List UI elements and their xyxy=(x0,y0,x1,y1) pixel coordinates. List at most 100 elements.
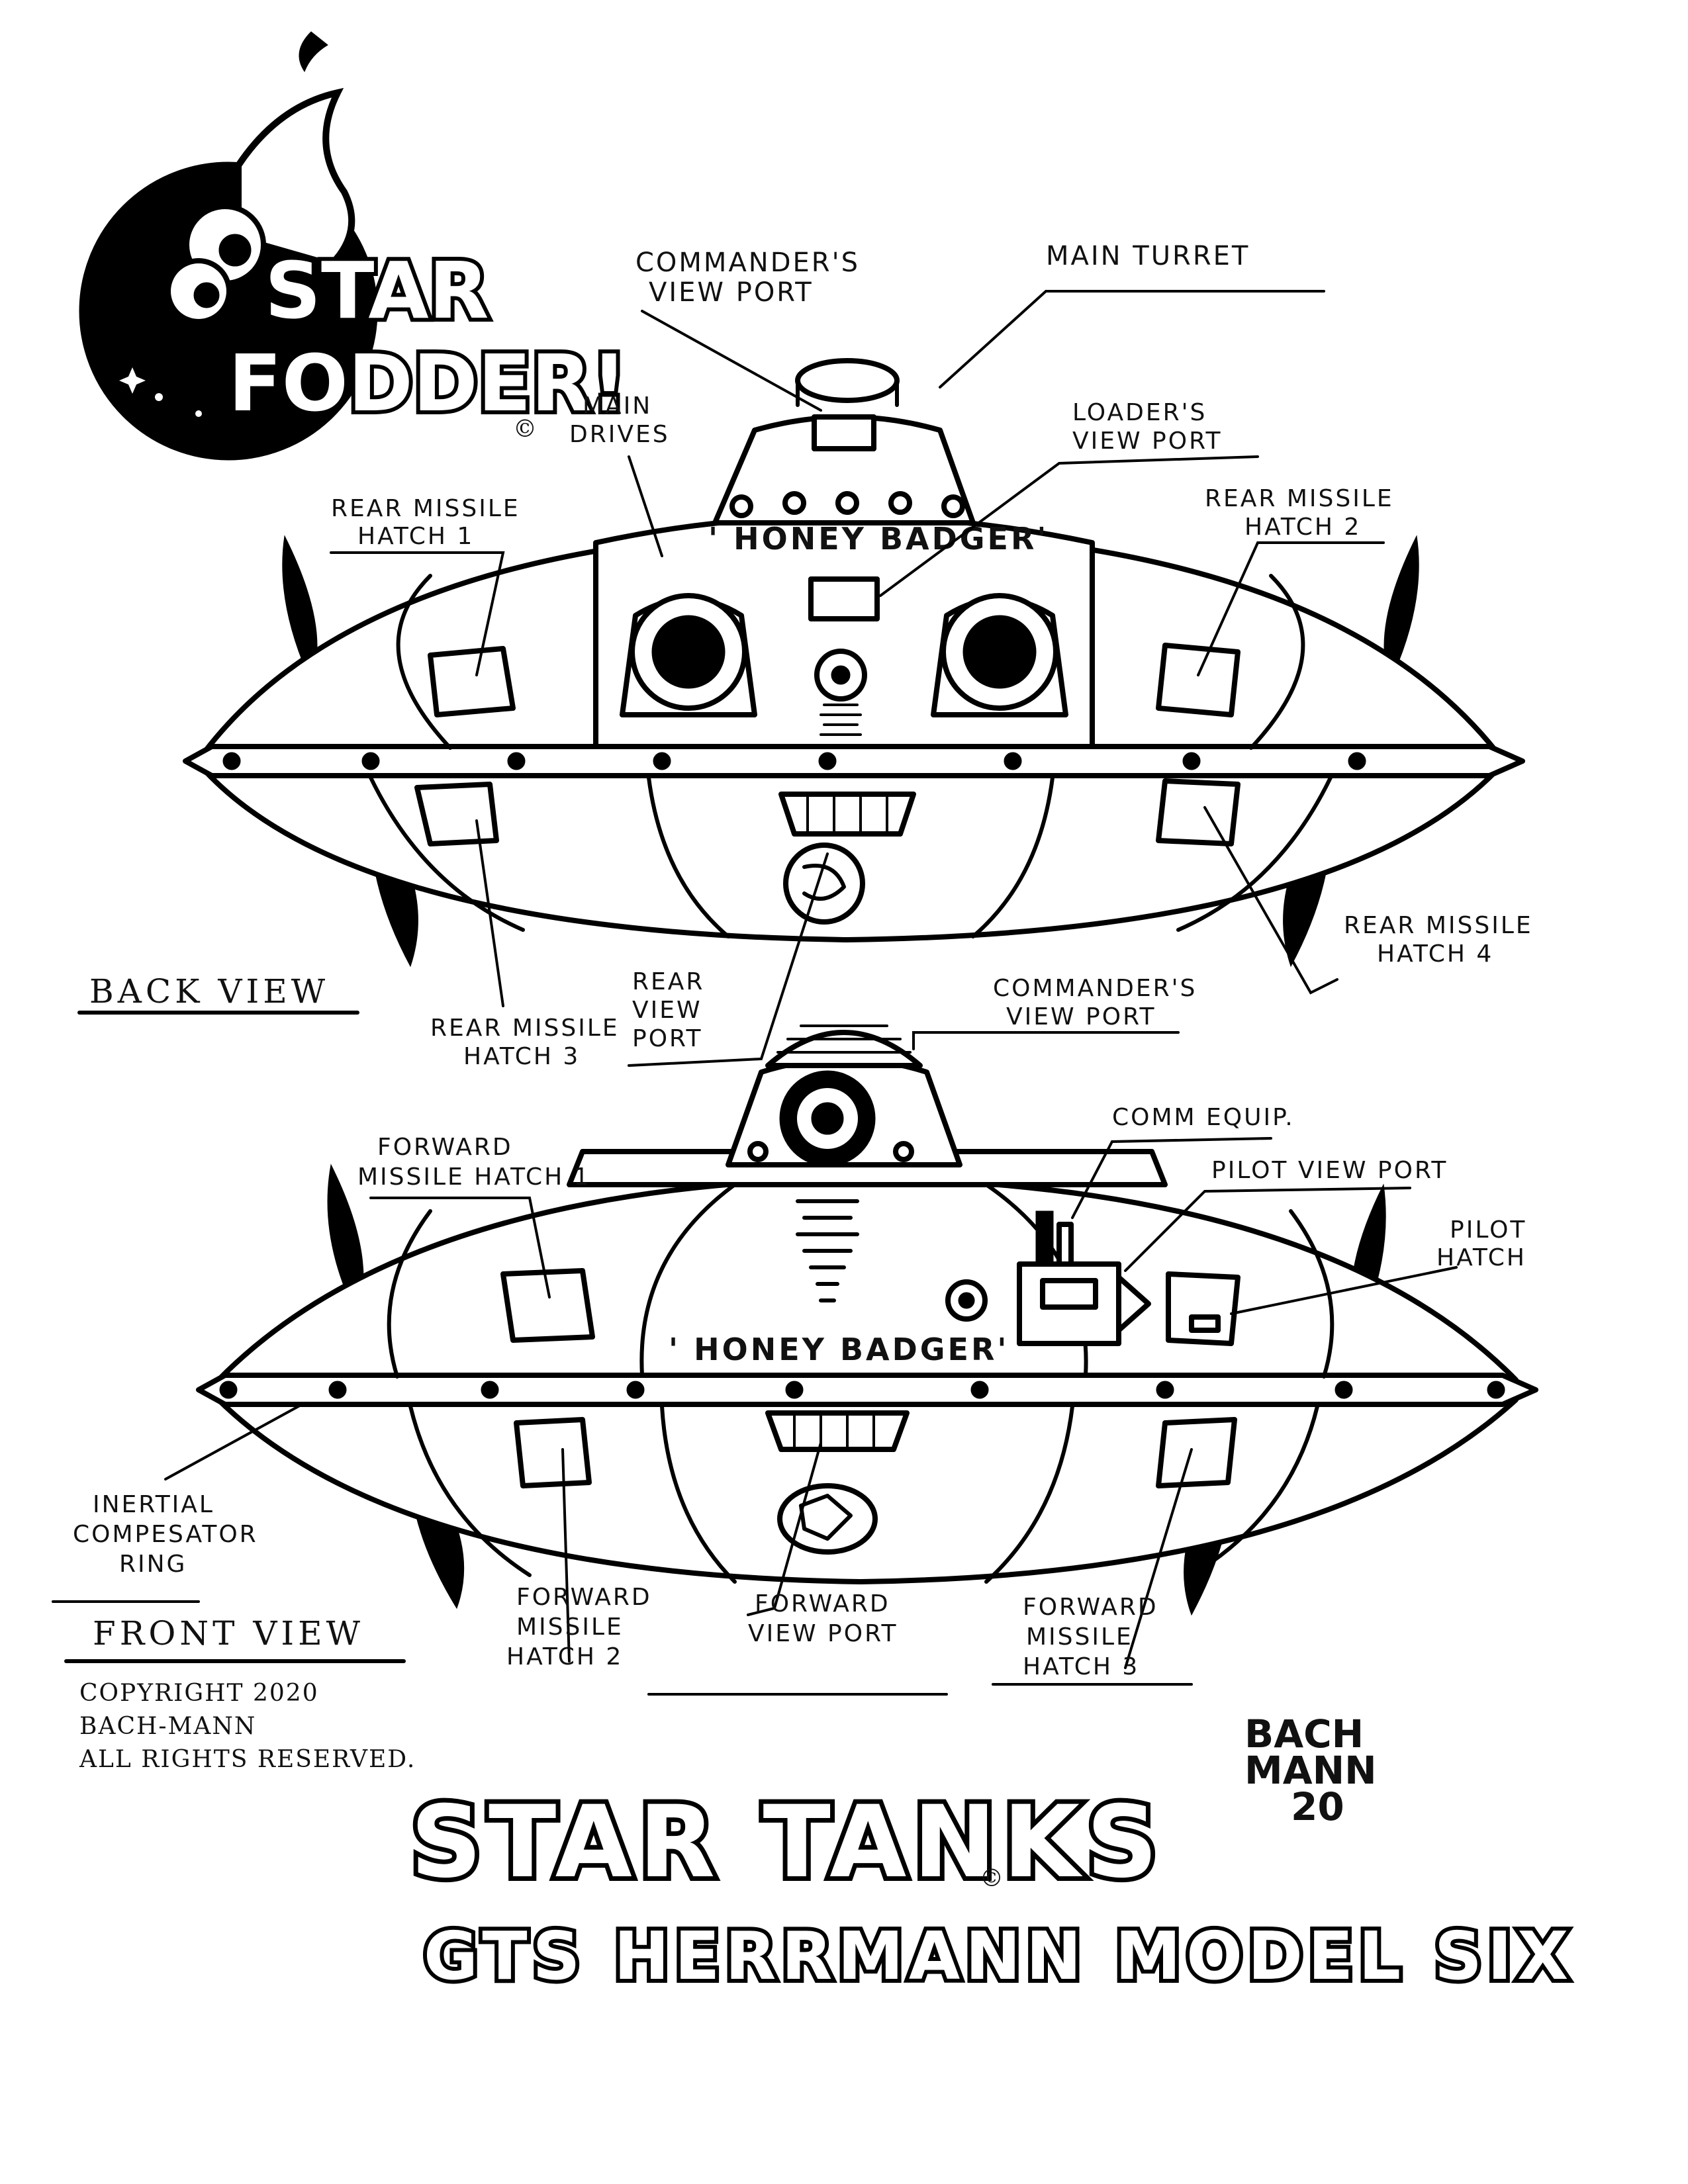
logo-star-dot xyxy=(155,393,163,401)
label-pilot-hatch: PILOT HATCH xyxy=(1436,1216,1536,1271)
rivet xyxy=(653,752,671,770)
title-copyright-mark: © xyxy=(980,1865,1005,1892)
label-forward-view-port: FORWARD VIEW PORT xyxy=(748,1590,900,1647)
rear-missile-hatch-3 xyxy=(414,782,499,846)
back-view-callouts xyxy=(330,290,1385,1067)
label-rear-missile-hatch-2: REAR MISSILE HATCH 2 xyxy=(1205,485,1403,541)
copyright-line: COPYRIGHT 2020 xyxy=(79,1680,319,1707)
bolt xyxy=(941,494,965,518)
title-block: STAR TANKS © GTS HERRMANN MODEL SIX xyxy=(406,1780,1572,1999)
front-ship-name: ' HONEY BADGER' xyxy=(669,1332,1009,1367)
rear-view-port xyxy=(778,792,916,837)
ring-rivets xyxy=(222,752,1366,770)
forward-missile-hatch-2 xyxy=(514,1417,592,1488)
hull-seam xyxy=(984,1404,1074,1584)
label-line: HATCH 1 xyxy=(357,523,474,550)
label-line: REAR MISSILE xyxy=(430,1015,620,1042)
label-line: RING xyxy=(119,1551,187,1578)
pilot-view-port xyxy=(1040,1278,1098,1310)
front-view-callouts xyxy=(52,1031,1458,1696)
label-line: VIEW PORT xyxy=(649,277,814,308)
turret-base xyxy=(567,1149,1168,1187)
loaders-view-port xyxy=(808,576,880,621)
label-line: COMPESATOR xyxy=(73,1521,258,1548)
label-line: DRIVES xyxy=(569,421,670,448)
leader-commanders-view-port-front xyxy=(912,1031,1180,1050)
logo-star-dot xyxy=(195,410,202,417)
label-main-turret: MAIN TURRET xyxy=(1046,241,1250,271)
rear-missile-hatch-1 xyxy=(428,646,516,717)
title-main: STAR TANKS xyxy=(410,1785,1164,1900)
label-line: FORWARD xyxy=(755,1590,890,1617)
label-forward-missile-hatch-2: FORWARD MISSILE HATCH 2 xyxy=(506,1584,661,1670)
label-line: REAR xyxy=(632,968,704,995)
inertial-ring xyxy=(183,744,1525,778)
leader-comm-equip xyxy=(1071,1137,1272,1219)
rivet xyxy=(970,1381,989,1399)
copyright-block: COPYRIGHT 2020 BACH-MANN ALL RIGHTS RESE… xyxy=(79,1680,416,1773)
label-line: COMMANDER'S xyxy=(635,248,860,278)
inertial-ring xyxy=(196,1373,1538,1407)
rivet xyxy=(222,752,241,770)
left-drive-core xyxy=(651,615,726,689)
rivet xyxy=(1348,752,1366,770)
leader-forward-missile-hatch-2 xyxy=(561,1448,571,1662)
bolt xyxy=(747,1141,769,1162)
signature-line: 20 xyxy=(1291,1784,1344,1829)
rear-missile-hatch-2 xyxy=(1156,643,1241,717)
star-fodder-logo: STAR FODDER! © xyxy=(79,31,631,461)
rivet xyxy=(626,1381,645,1399)
label-rear-missile-hatch-3: REAR MISSILE HATCH 3 xyxy=(430,1015,629,1070)
hull-seam xyxy=(1176,776,1333,932)
label-line: VIEW PORT xyxy=(1006,1003,1156,1030)
hull-seam xyxy=(1289,1209,1335,1379)
label-line: MAIN TURRET xyxy=(1046,241,1250,271)
label-rear-missile-hatch-1: REAR MISSILE HATCH 1 xyxy=(331,495,530,550)
front-view-title: FRONT VIEW xyxy=(93,1614,364,1653)
hull-seam xyxy=(971,776,1055,938)
label-line: MAIN xyxy=(583,392,652,420)
leader-inertial-ring xyxy=(164,1402,306,1480)
bolt xyxy=(835,491,859,515)
label-inertial-compensator-ring: INERTIAL COMPESATOR RING xyxy=(73,1491,267,1578)
label-line: INERTIAL xyxy=(93,1491,214,1518)
bolt xyxy=(893,1141,914,1162)
label-line: COMM EQUIP. xyxy=(1112,1104,1295,1131)
pilot-hatch xyxy=(1166,1271,1241,1346)
label-line: LOADER'S xyxy=(1072,399,1207,426)
bolt xyxy=(729,494,753,518)
label-line: HATCH 3 xyxy=(1023,1653,1139,1680)
label-forward-missile-hatch-1: FORWARD MISSILE HATCH 1 xyxy=(357,1134,591,1191)
logo-line1: STAR xyxy=(265,245,489,336)
front-emblem-swirl xyxy=(799,1494,853,1541)
cupola-slats xyxy=(776,1024,912,1054)
leader-main-turret xyxy=(939,290,1325,388)
rivet xyxy=(481,1381,499,1399)
back-ship-name: ' HONEY BADGER' xyxy=(708,521,1049,557)
leader-rear-missile-hatch-3 xyxy=(475,819,504,1007)
label-comm-equip: COMM EQUIP. xyxy=(1112,1104,1295,1131)
label-line: HATCH 2 xyxy=(506,1643,623,1670)
commanders-view-port-back xyxy=(812,414,876,451)
leader-pilot-view-port xyxy=(1124,1187,1411,1272)
signature-line: BACH xyxy=(1244,1711,1364,1756)
label-line: PILOT xyxy=(1450,1216,1526,1244)
comm-equip-mast xyxy=(1056,1222,1074,1267)
label-line: PORT xyxy=(632,1025,702,1052)
hull-seam xyxy=(369,776,525,932)
forward-missile-hatch-1 xyxy=(500,1268,595,1343)
copyright-line: ALL RIGHTS RESERVED. xyxy=(79,1746,416,1773)
rivet xyxy=(507,752,526,770)
rivet xyxy=(1335,1381,1353,1399)
leader-rear-missile-hatch-1 xyxy=(330,551,505,676)
back-view-title: BACK VIEW xyxy=(89,972,329,1011)
front-view-ship: ' HONEY BADGER' xyxy=(196,1024,1538,1616)
label-line: VIEW PORT xyxy=(1072,428,1222,455)
leader-rear-missile-hatch-2 xyxy=(1197,541,1385,676)
turret-cap-sides xyxy=(796,379,899,407)
copyright-text: COPYRIGHT 2020 BACH-MANN ALL RIGHTS RESE… xyxy=(79,1680,416,1773)
label-line: HATCH 4 xyxy=(1377,940,1493,968)
hull-seam xyxy=(1190,1404,1319,1577)
label-line: COMMANDER'S xyxy=(993,975,1197,1002)
bolt xyxy=(888,491,912,515)
